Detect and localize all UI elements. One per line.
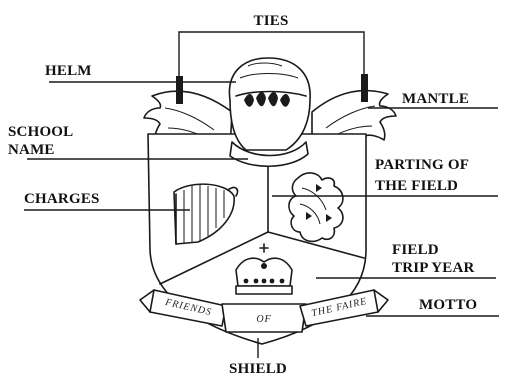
label-ties: TIES: [254, 13, 289, 29]
label-shield: SHIELD: [229, 361, 287, 377]
label-field-trip-line2: TRIP YEAR: [392, 260, 475, 276]
label-helm: HELM: [45, 63, 92, 79]
motto-scroll-center: OF: [256, 314, 271, 325]
label-mantle: MANTLE: [402, 91, 469, 107]
label-field-trip-line1: FIELD: [392, 242, 439, 258]
label-school-name-line1: SCHOOL: [8, 124, 73, 140]
label-parting-line1: PARTING OF: [375, 157, 469, 173]
label-parting-line2: THE FIELD: [375, 178, 458, 194]
label-school-name-line2: NAME: [8, 142, 55, 158]
helm-drawing: [229, 58, 310, 166]
label-motto: MOTTO: [419, 297, 477, 313]
label-charges: CHARGES: [24, 191, 100, 207]
